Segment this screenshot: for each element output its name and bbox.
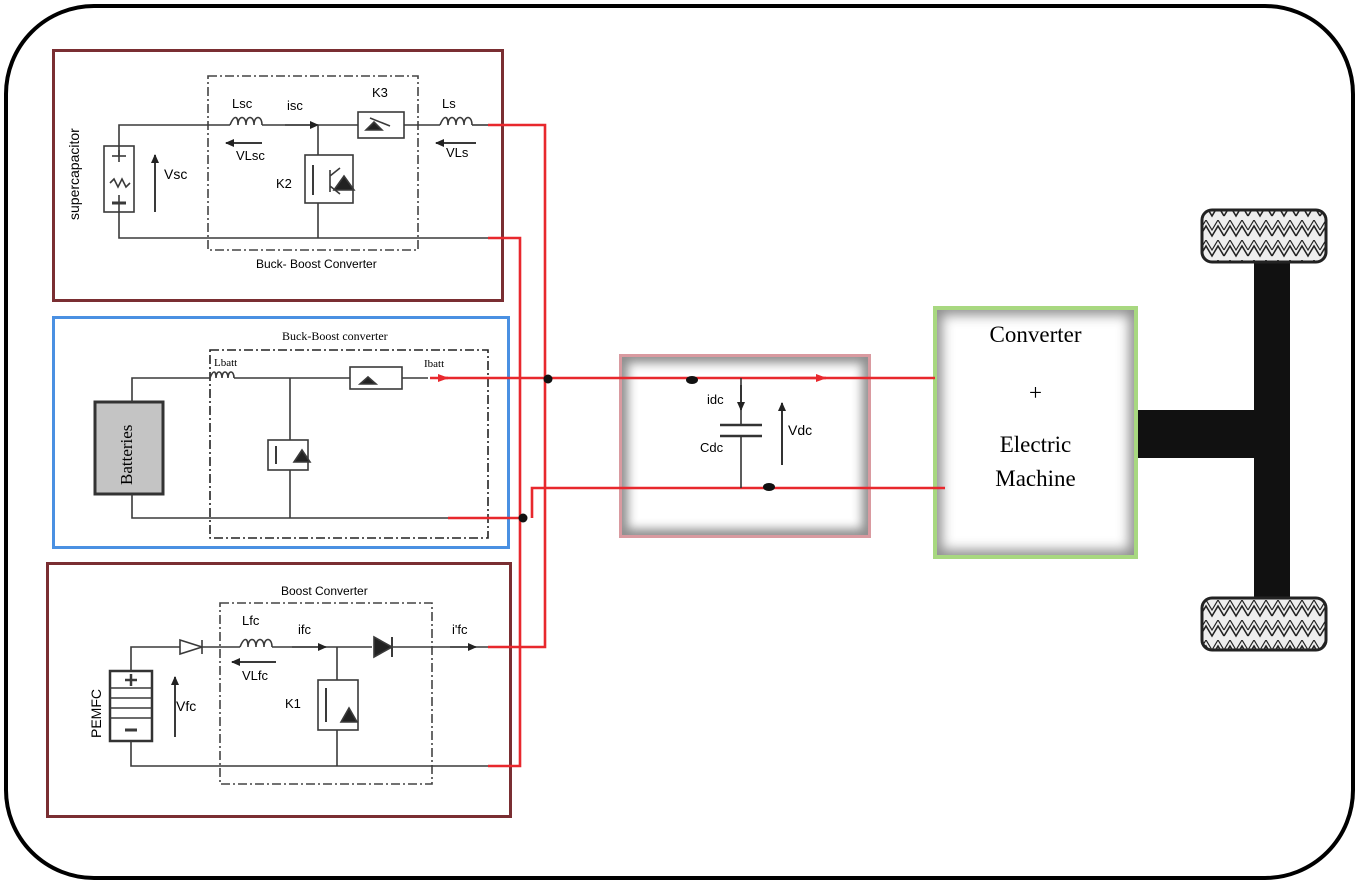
- supercapacitor-module-panel: [52, 49, 504, 302]
- batt-converter-boundary: [209, 349, 489, 539]
- fc-converter-title: Boost Converter: [281, 584, 368, 598]
- sc-converter-title: Buck- Boost Converter: [256, 257, 377, 271]
- dc-link-panel: [619, 354, 871, 538]
- dc-bus-wires: [430, 123, 945, 768]
- dclink-node-top: [686, 376, 698, 384]
- label-idc: idc: [707, 392, 724, 407]
- drive-shaft: [1138, 410, 1258, 458]
- label-vfc: Vfc: [176, 698, 197, 714]
- fuel-cell-circuit: [108, 602, 488, 785]
- label-vlfc: VLfc: [242, 668, 269, 683]
- drivetrain: [1138, 208, 1328, 652]
- converter-title-line3: Electric: [999, 432, 1072, 457]
- dclink-node-bottom: [763, 483, 775, 491]
- inductor-ls: [439, 116, 473, 126]
- label-k3: K3: [372, 85, 388, 100]
- battery-circuit: [93, 349, 489, 539]
- converter-title-line4: Machine: [995, 466, 1076, 491]
- label-ifc: ifc: [298, 622, 311, 637]
- label-iprime-fc: i'fc: [452, 622, 468, 637]
- supercapacitor-symbol: [103, 145, 135, 213]
- axle: [1254, 258, 1290, 600]
- sc-converter-boundary: [207, 75, 419, 251]
- converter-machine-panel: [933, 306, 1138, 559]
- inductor-lfc: [239, 638, 273, 648]
- converter-title-line1: Converter: [989, 322, 1082, 347]
- bus-node-positive: [543, 374, 553, 384]
- label-vdc: Vdc: [788, 422, 813, 438]
- label-lsc: Lsc: [232, 96, 253, 111]
- supercapacitor-circuit: [103, 75, 488, 251]
- bus-node-negative: [518, 513, 528, 523]
- batt-converter-title: Buck-Boost converter: [282, 329, 388, 343]
- wheel-top-icon: [1200, 208, 1328, 264]
- dc-link-circuit: [720, 378, 786, 488]
- label-vls: VLs: [446, 145, 469, 160]
- label-lbatt: Lbatt: [214, 357, 238, 369]
- label-lfc: Lfc: [242, 613, 260, 628]
- fc-converter-boundary: [219, 602, 433, 785]
- label-k1: K1: [285, 696, 301, 711]
- inductor-lbatt: [209, 371, 235, 379]
- label-ibatt: Ibatt: [424, 358, 445, 370]
- wheel-bottom-icon: [1200, 596, 1328, 652]
- fuel-cell-module-panel: [46, 562, 512, 818]
- sc-source-label: supercapacitor: [66, 128, 82, 220]
- label-k2: K2: [276, 176, 292, 191]
- label-ls: Ls: [442, 96, 456, 111]
- inductor-lsc: [229, 116, 263, 126]
- label-isc: isc: [287, 98, 303, 113]
- label-vsc: Vsc: [164, 166, 188, 182]
- converter-title-plus: +: [1029, 380, 1042, 405]
- label-vlsc: VLsc: [236, 148, 265, 163]
- batt-source-label: Batteries: [117, 424, 136, 485]
- label-cdc: Cdc: [700, 440, 724, 455]
- fc-source-label: PEMFC: [88, 689, 104, 738]
- vehicle-frame: [4, 4, 1355, 880]
- battery-symbol: [93, 400, 165, 496]
